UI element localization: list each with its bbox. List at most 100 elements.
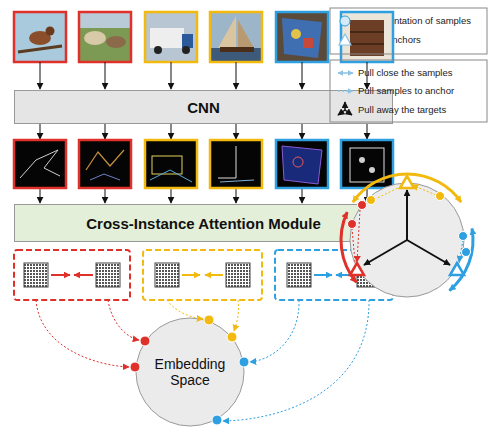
push-away-symbol <box>345 110 352 115</box>
attention-grid <box>226 263 250 287</box>
node-label: Cross-Instance Attention Module <box>86 215 320 232</box>
feature-map-frame <box>276 140 328 188</box>
target-axis <box>364 240 407 265</box>
feature-edge <box>90 174 120 180</box>
push-away-symbol <box>344 102 346 110</box>
screen-detail <box>291 29 301 39</box>
feature-edge <box>150 170 192 182</box>
legend-text: Pull close the samples <box>358 67 453 79</box>
sample-dot <box>140 336 150 346</box>
image-border <box>14 12 66 62</box>
image-background <box>145 12 197 62</box>
anchor-pull-line <box>352 228 355 262</box>
process-box: CNN <box>14 90 393 124</box>
legend-text: Pull samples to anchor <box>358 85 454 97</box>
input-image <box>14 12 66 62</box>
projection-curve <box>108 300 139 340</box>
legend-frame <box>330 8 487 54</box>
sample-dot <box>212 415 222 425</box>
embedding-circle: Embedding Space <box>135 317 245 427</box>
wheel <box>154 46 162 54</box>
pull-anchor-symbol <box>338 90 353 92</box>
flow-arrows <box>40 62 367 203</box>
sail <box>238 20 254 48</box>
legend-text: Representation of samples <box>358 15 471 27</box>
feature-edge <box>218 146 236 178</box>
feature-map <box>210 140 262 188</box>
attention-grid <box>155 263 179 287</box>
sample-dot <box>239 357 249 367</box>
bird-head <box>46 27 55 36</box>
sea <box>210 48 262 62</box>
image-background <box>14 12 66 62</box>
target-anchor <box>350 263 364 275</box>
image-border <box>145 12 197 62</box>
image-background <box>276 12 328 62</box>
flow-arrow <box>105 124 106 139</box>
input-image <box>210 12 262 62</box>
circle-shape <box>136 318 244 426</box>
image-border <box>79 12 131 62</box>
feature-edge <box>369 167 375 173</box>
feature-edge <box>359 157 365 163</box>
bird <box>29 31 51 45</box>
pull-arrow <box>205 274 223 276</box>
feature-edge <box>293 157 303 167</box>
anchor-symbol <box>339 34 351 45</box>
image-border <box>210 12 262 62</box>
legend-text: Target anchors <box>358 34 421 46</box>
pull-arrow <box>336 274 354 276</box>
feature-edge <box>350 148 384 182</box>
target-anchor <box>400 176 414 188</box>
feature-map <box>341 140 393 188</box>
sky <box>79 12 131 28</box>
cluster-arc <box>449 229 473 291</box>
flow-arrow <box>40 62 41 89</box>
flow-arrow <box>40 188 41 203</box>
pull-arrow <box>182 274 200 276</box>
cabinet <box>350 20 384 56</box>
flow-arrow <box>367 62 368 89</box>
wheel <box>182 46 190 54</box>
screen <box>282 18 322 58</box>
node-label: CNN <box>187 99 220 116</box>
flow-arrow <box>40 124 41 139</box>
anchor-pull-line <box>367 186 402 203</box>
pair-group <box>143 250 262 300</box>
horse <box>84 31 106 45</box>
projection-curve <box>223 300 369 421</box>
projection-curve <box>250 300 299 362</box>
projection-curve <box>36 300 129 367</box>
sail <box>218 16 236 48</box>
feature-map-frame <box>14 140 66 188</box>
pair-group <box>14 250 130 300</box>
sample-dot <box>358 201 367 210</box>
attention-grid <box>357 263 381 287</box>
flow-arrow <box>302 188 303 203</box>
sample-dot <box>459 232 468 241</box>
attention-grid <box>287 263 311 287</box>
cluster-arc <box>353 174 461 202</box>
flow-arrow <box>171 62 172 89</box>
anchor-pull-line <box>412 185 436 195</box>
flow-arrow <box>236 188 237 203</box>
truck-cab <box>182 34 193 48</box>
image-background <box>79 12 131 62</box>
feature-map <box>79 140 131 188</box>
image-border <box>276 12 328 62</box>
sample-dot <box>130 362 140 372</box>
flow-arrow <box>105 62 106 89</box>
pair-group <box>275 250 393 300</box>
feature-map-frame <box>145 140 197 188</box>
flow-arrow <box>236 62 237 89</box>
feature-map <box>14 140 66 188</box>
truck <box>150 28 184 48</box>
target-anchor <box>450 263 464 275</box>
screen-detail <box>303 38 313 48</box>
sample-symbol <box>340 16 350 26</box>
attention-grid <box>24 263 48 287</box>
target-axis <box>407 240 450 265</box>
cluster-arc <box>341 212 356 282</box>
sample-dot <box>204 315 214 325</box>
